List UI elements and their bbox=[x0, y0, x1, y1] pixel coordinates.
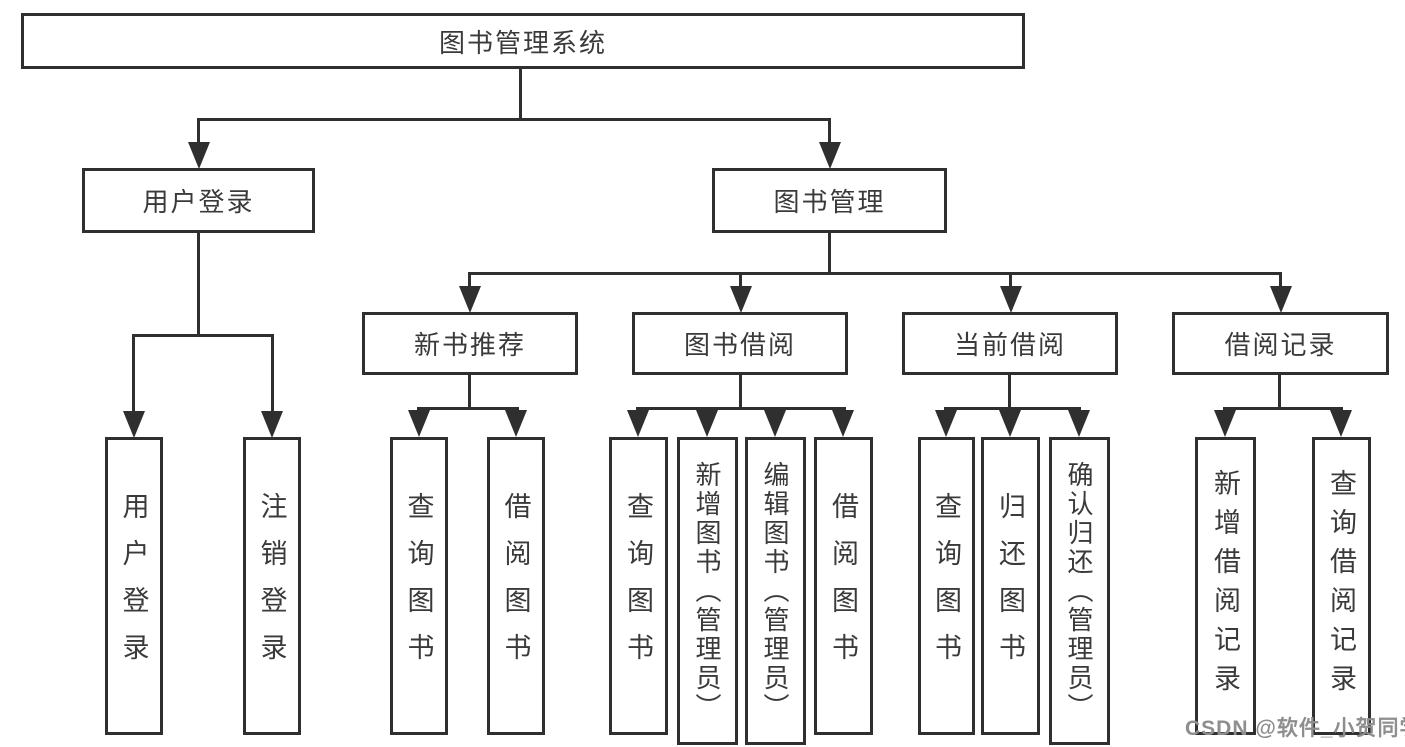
node-current-borrowing: 当前借阅 bbox=[902, 312, 1118, 375]
node-leaf-confirm-return-admin-label: 确认归还（管理员） bbox=[1064, 460, 1094, 722]
node-leaf-query-borrow-record-label: 查询借阅记录 bbox=[1326, 469, 1356, 703]
node-leaf-edit-books-admin: 编辑图书（管理员） bbox=[745, 437, 806, 745]
arrowhead-down-icon bbox=[627, 410, 649, 437]
arrowhead-down-icon bbox=[1000, 286, 1022, 313]
node-current-borrowing-label: 当前借阅 bbox=[953, 330, 1066, 360]
node-book-management-label: 图书管理 bbox=[773, 187, 886, 217]
connector-line bbox=[739, 375, 742, 409]
node-leaf-user-login-label: 用户登录 bbox=[118, 492, 149, 680]
connector-line bbox=[828, 118, 831, 145]
node-leaf-user-login: 用户登录 bbox=[105, 437, 163, 735]
node-new-book-recommendation-label: 新书推荐 bbox=[413, 330, 526, 360]
arrowhead-down-icon bbox=[1330, 410, 1352, 437]
node-leaf-add-books-admin-label: 新增图书（管理员） bbox=[692, 460, 722, 722]
connector-line bbox=[1009, 272, 1012, 290]
arrowhead-down-icon bbox=[408, 410, 430, 437]
node-leaf-borrow-books-2: 借阅图书 bbox=[814, 437, 873, 735]
node-book-borrowing: 图书借阅 bbox=[632, 312, 848, 375]
arrowhead-down-icon bbox=[261, 411, 283, 438]
arrowhead-down-icon bbox=[188, 142, 210, 169]
connector-line bbox=[468, 272, 471, 290]
connector-line bbox=[739, 272, 742, 290]
connector-line bbox=[271, 334, 274, 413]
node-leaf-confirm-return-admin: 确认归还（管理员） bbox=[1049, 437, 1110, 745]
node-leaf-add-borrow-record-label: 新增借阅记录 bbox=[1210, 469, 1240, 703]
connector-line bbox=[1008, 375, 1011, 409]
connector-line bbox=[468, 272, 1282, 275]
node-new-book-recommendation: 新书推荐 bbox=[362, 312, 578, 375]
node-leaf-add-borrow-record: 新增借阅记录 bbox=[1195, 437, 1256, 735]
arrowhead-down-icon bbox=[819, 142, 841, 169]
node-leaf-query-books-3: 查询图书 bbox=[918, 437, 975, 735]
node-borrowing-records: 借阅记录 bbox=[1172, 312, 1389, 375]
arrowhead-down-icon bbox=[832, 410, 854, 437]
node-leaf-logout-label: 注销登录 bbox=[256, 492, 287, 680]
node-user-login-label: 用户登录 bbox=[142, 187, 255, 217]
arrowhead-down-icon bbox=[1068, 410, 1090, 437]
node-leaf-borrow-books-1-label: 借阅图书 bbox=[500, 492, 531, 680]
node-leaf-return-books-label: 归还图书 bbox=[995, 492, 1025, 680]
connector-line bbox=[636, 407, 846, 410]
node-leaf-borrow-books-2-label: 借阅图书 bbox=[828, 492, 858, 680]
node-leaf-return-books: 归还图书 bbox=[981, 437, 1040, 735]
node-leaf-query-borrow-record: 查询借阅记录 bbox=[1312, 437, 1371, 735]
node-leaf-query-books-2-label: 查询图书 bbox=[623, 492, 653, 680]
connector-line bbox=[197, 233, 200, 337]
arrowhead-down-icon bbox=[696, 410, 718, 437]
arrowhead-down-icon bbox=[1214, 410, 1236, 437]
node-leaf-query-books-1: 查询图书 bbox=[390, 437, 448, 735]
connector-line bbox=[944, 407, 1081, 410]
arrowhead-down-icon bbox=[730, 286, 752, 313]
connector-line bbox=[1278, 375, 1281, 409]
node-library-management-system: 图书管理系统 bbox=[21, 13, 1025, 69]
arrowhead-down-icon bbox=[1270, 286, 1292, 313]
node-book-management: 图书管理 bbox=[712, 168, 947, 233]
connector-line bbox=[519, 69, 522, 120]
node-leaf-add-books-admin: 新增图书（管理员） bbox=[677, 437, 738, 745]
connector-line bbox=[1223, 407, 1343, 410]
node-user-login: 用户登录 bbox=[82, 168, 315, 233]
connector-line bbox=[828, 233, 831, 275]
node-leaf-logout: 注销登录 bbox=[243, 437, 301, 735]
connector-line bbox=[197, 118, 200, 145]
arrowhead-down-icon bbox=[505, 410, 527, 437]
arrowhead-down-icon bbox=[935, 410, 957, 437]
node-leaf-query-books-1-label: 查询图书 bbox=[403, 492, 434, 680]
node-leaf-query-books-2: 查询图书 bbox=[609, 437, 668, 735]
node-library-management-system-label: 图书管理系统 bbox=[438, 27, 607, 58]
connector-line bbox=[1279, 272, 1282, 290]
node-borrowing-records-label: 借阅记录 bbox=[1224, 330, 1337, 360]
arrowhead-down-icon bbox=[999, 410, 1021, 437]
connector-line bbox=[417, 407, 519, 410]
connector-line bbox=[132, 334, 274, 337]
arrowhead-down-icon bbox=[459, 286, 481, 313]
connector-line bbox=[468, 375, 471, 409]
arrowhead-down-icon bbox=[123, 411, 145, 438]
node-book-borrowing-label: 图书借阅 bbox=[683, 330, 796, 360]
node-leaf-edit-books-admin-label: 编辑图书（管理员） bbox=[760, 460, 790, 722]
connector-line bbox=[132, 334, 135, 413]
node-leaf-query-books-3-label: 查询图书 bbox=[931, 492, 961, 680]
arrowhead-down-icon bbox=[764, 410, 786, 437]
connector-line bbox=[197, 118, 831, 121]
node-leaf-borrow-books-1: 借阅图书 bbox=[487, 437, 545, 735]
csdn-watermark: CSDN @软件_小贺同学 bbox=[1185, 717, 1405, 740]
